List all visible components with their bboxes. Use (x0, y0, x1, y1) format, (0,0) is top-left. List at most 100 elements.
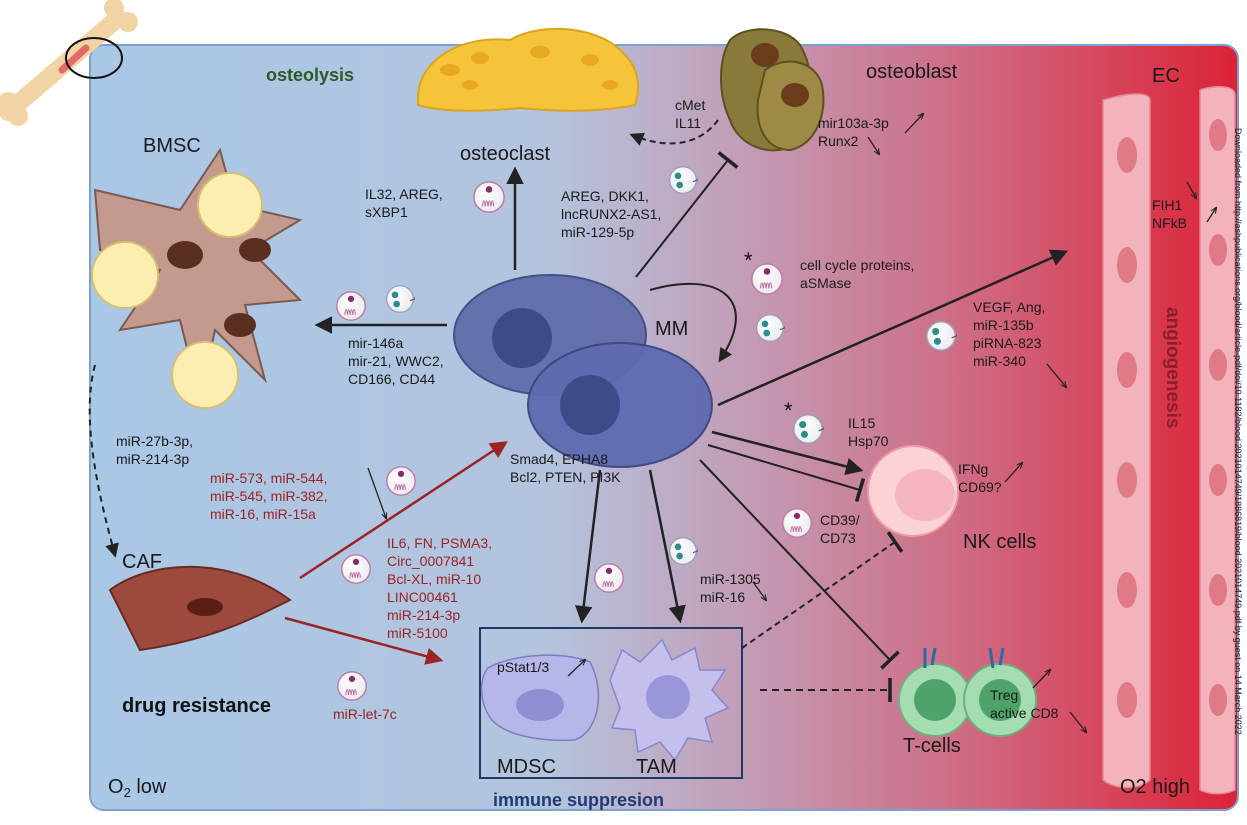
vesicle-icon (336, 291, 366, 321)
arrow-mir340-down (1046, 363, 1066, 387)
cd39-label: CD39/ (820, 512, 860, 528)
o2-low-label: O2 low (108, 776, 167, 800)
areg-dkk1-label: AREG, DKK1, (561, 188, 649, 204)
immune-suppression-label: immune suppresion (493, 790, 664, 810)
t-cells-label: T-cells (903, 735, 961, 757)
fih1-label: FIH1 (1152, 197, 1183, 213)
lncrunx2-label: lncRUNX2-AS1, (561, 206, 661, 222)
vesicle-icon (473, 181, 505, 213)
bmsc-cell-icon (91, 147, 303, 409)
cmet-label: cMet (675, 97, 705, 113)
star-marker-1: * (744, 248, 753, 273)
mirlet7c-label: miR-let-7c (333, 706, 397, 722)
arrow-ifng-up (1004, 463, 1022, 483)
osteoblast-label: osteoblast (866, 61, 958, 83)
vesicle-icon (337, 671, 367, 701)
mir5100-label: miR-5100 (387, 625, 448, 641)
osteolysis-label: osteolysis (266, 65, 354, 85)
nk-cells-label: NK cells (963, 531, 1036, 553)
vesicle-icon (341, 554, 371, 584)
mir103a-label: mir103a-3p (818, 115, 889, 131)
activecd8-label: active CD8 (990, 705, 1059, 721)
il32-areg-label: IL32, AREG, (365, 186, 443, 202)
mm-label: MM (655, 318, 688, 340)
mir340-label: miR-340 (973, 353, 1026, 369)
vesicle-icon (594, 563, 624, 593)
il11-label: IL11 (675, 115, 701, 131)
arrow-mm-to-mdsc (574, 469, 602, 624)
arrow-mm-to-ec (717, 249, 1069, 407)
drug-resistance-label: drug resistance (122, 695, 271, 717)
mdsc-cell-icon (480, 654, 600, 742)
mir573-label: miR-573, miR-544, (210, 470, 327, 486)
mir27b-label: miR-27b-3p, (116, 433, 193, 449)
arrow-mm-to-nk (711, 430, 864, 475)
runx2-label: Runx2 (818, 133, 859, 149)
angiogenesis-label: angiogenesis (1162, 307, 1183, 428)
immune-suppression-box (479, 627, 743, 779)
bmsc-label: BMSC (143, 135, 201, 157)
pirna823-label: piRNA-823 (973, 335, 1042, 351)
arrow-cd8-down (1069, 711, 1086, 732)
vesicle-icon (386, 466, 416, 496)
arrow-mm-self (649, 282, 737, 363)
arrow-runx2-down (867, 136, 879, 154)
nk-cell-icon (867, 445, 959, 537)
arrow-caf-to-mm (299, 441, 508, 580)
mir214-caf-label: miR-214-3p (387, 607, 460, 623)
mir545-label: miR-545, miR-382, (210, 488, 327, 504)
bone-icon (0, 0, 138, 126)
caf-label: CAF (122, 551, 162, 573)
arrow-nfkb-up (1206, 208, 1216, 223)
arrow-treg-up (1032, 670, 1050, 689)
arrows (88, 114, 1216, 732)
arrow-mir1305-down (752, 581, 766, 600)
t-cell-icon (898, 647, 1037, 737)
o2-high-label: O2 high (1120, 776, 1190, 798)
tam-label: TAM (636, 756, 677, 778)
vesicle-icon (751, 263, 783, 295)
cd73-label: CD73 (820, 530, 856, 546)
circ-label: Circ_0007841 (387, 553, 474, 569)
mir16-label: miR-16, miR-15a (210, 506, 316, 522)
mir16b-label: miR-16 (700, 589, 745, 605)
vesicle-icon (782, 508, 812, 538)
inhibit-mm-to-osteoblast (635, 151, 739, 278)
mir214-bmsc-label: miR-214-3p (116, 451, 189, 467)
bcl2-label: Bcl2, PTEN, PI3K (510, 469, 621, 485)
pstat-label: pStat1/3 (497, 659, 549, 675)
mdsc-label: MDSC (497, 756, 556, 778)
cd69-label: CD69? (958, 479, 1002, 495)
treg-label: Treg (990, 687, 1018, 703)
il6-label: IL6, FN, PSMA3, (387, 535, 492, 551)
sxbp1-label: sXBP1 (365, 204, 408, 220)
arrow-mir573-down (367, 467, 386, 518)
caf-cell-icon (108, 565, 292, 652)
arrow-fih1-down (1186, 181, 1196, 198)
ifng-label: IFNg (958, 461, 988, 477)
cell-cycle-label: cell cycle proteins, (800, 257, 914, 273)
download-watermark: Downloaded from http://ashpublications.o… (1233, 128, 1243, 735)
smad4-label: Smad4, EPHA8 (510, 451, 608, 467)
linc-label: LINC00461 (387, 589, 458, 605)
arrow-caf-to-immune-box (284, 616, 444, 665)
osteoclast-label: osteoclast (460, 143, 550, 165)
asmase-label: aSMase (800, 275, 852, 291)
bclxl-label: Bcl-XL, miR-10 (387, 571, 481, 587)
inhibit-box-to-nk-dashed (741, 531, 904, 649)
il15-label: IL15 (848, 415, 875, 431)
vegf-label: VEGF, Ang, (973, 299, 1045, 315)
mm-cell-icon (453, 274, 713, 468)
tam-cell-icon (609, 638, 730, 762)
inhibit-mm-to-nk (707, 444, 866, 503)
arrow-mir103a-up (904, 114, 923, 134)
cd166-label: CD166, CD44 (348, 371, 435, 387)
mir135b-label: miR-135b (973, 317, 1034, 333)
star-marker-2: * (784, 398, 793, 423)
osteoblast-cell-icon (720, 28, 825, 152)
osteoclast-cell-icon (417, 27, 639, 112)
mir1305-label: miR-1305 (700, 571, 761, 587)
endothelial-cells-icon (1102, 85, 1236, 795)
